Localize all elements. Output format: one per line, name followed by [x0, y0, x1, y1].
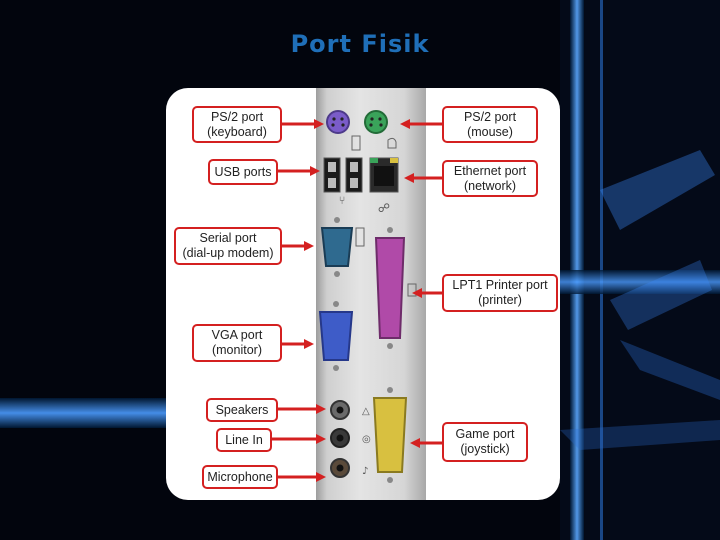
label-ps2-keyboard-line1: PS/2 port: [210, 109, 264, 124]
label-lpt1-printer-port: LPT1 Printer port (printer): [442, 274, 558, 312]
label-game-line1: Game port: [455, 427, 515, 441]
label-ps2-mouse-line1: PS/2 port: [463, 109, 517, 124]
line-in-jack: [330, 428, 350, 448]
label-vga-line1: VGA port: [211, 328, 263, 342]
ethernet-port: [369, 157, 399, 193]
label-ps2-mouse: PS/2 port (mouse): [442, 106, 538, 143]
network-icon: ☍: [378, 201, 390, 215]
label-vga-line2: (monitor): [211, 343, 262, 357]
label-ps2-keyboard-line2: (keyboard): [207, 124, 267, 139]
speaker-icon: △: [362, 406, 370, 417]
port-graphics: ⑂ ☍: [270, 110, 442, 483]
label-ethernet-port: Ethernet port (network): [442, 160, 538, 197]
label-serial-line2: (dial-up modem): [182, 246, 274, 260]
mouse-icon: [387, 137, 397, 149]
label-ethernet-line1: Ethernet port: [453, 163, 527, 178]
label-lpt1-line1: LPT1 Printer port: [452, 278, 548, 292]
callout-arrows: [270, 119, 442, 482]
label-ps2-keyboard: PS/2 port (keyboard): [192, 106, 282, 143]
label-line-in-line1: Line In: [225, 432, 263, 447]
slide-title: Port Fisik: [290, 30, 430, 58]
label-usb-ports: USB ports: [208, 159, 278, 185]
label-ps2-mouse-line2: (mouse): [467, 124, 513, 139]
usb-ports: [323, 157, 363, 193]
microphone-jack: [330, 458, 350, 478]
ps2-mouse-port: [364, 110, 388, 134]
game-port: [372, 387, 408, 483]
ps2-keyboard-port: [326, 110, 350, 134]
lpt1-parallel-port: [374, 227, 406, 349]
keyboard-icon: [351, 135, 361, 151]
label-line-in: Line In: [216, 428, 272, 452]
serial-port: [320, 217, 365, 277]
label-speakers-line1: Speakers: [215, 402, 269, 417]
microphone-icon: ♪: [362, 466, 368, 477]
vga-port: [318, 301, 354, 371]
label-serial-line1: Serial port: [199, 231, 257, 245]
label-game-port: Game port (joystick): [442, 422, 528, 462]
printer-icon: [407, 283, 417, 297]
label-game-line2: (joystick): [460, 442, 510, 456]
line-in-icon: ◎: [362, 434, 371, 445]
label-ethernet-line2: (network): [463, 178, 517, 193]
label-vga-port: VGA port (monitor): [192, 324, 282, 362]
label-serial-port: Serial port (dial-up modem): [174, 227, 282, 265]
usb-icon: ⑂: [339, 194, 346, 207]
label-microphone-line1: Microphone: [207, 469, 273, 484]
label-microphone: Microphone: [202, 465, 278, 489]
label-usb-ports-line1: USB ports: [214, 164, 272, 179]
label-speakers: Speakers: [206, 398, 278, 422]
label-lpt1-line2: (printer): [478, 293, 522, 307]
motherboard-port-diagram: ⑂ ☍: [166, 88, 560, 500]
speakers-jack: [330, 400, 350, 420]
serial-icon: [355, 227, 365, 247]
